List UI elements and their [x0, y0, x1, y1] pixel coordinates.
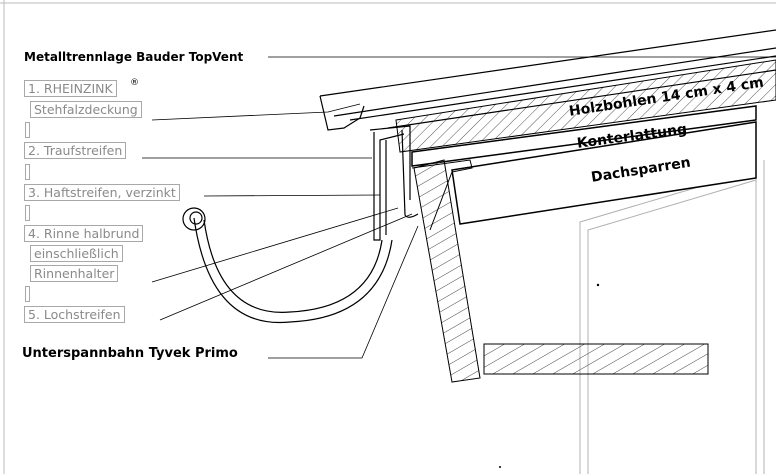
leader-lines: [142, 56, 776, 359]
title-label: Metalltrennlage Bauder TopVent: [24, 50, 244, 64]
counter-batten: [411, 105, 757, 167]
item-rinnenhalter: Rinnenhalter: [30, 265, 119, 282]
item-einschliesslich: einschließlich: [30, 245, 123, 262]
wood-planks: [395, 59, 776, 153]
tick-mark: [25, 164, 30, 180]
membrane-line: [411, 159, 473, 231]
item-traufstreifen: 2. Traufstreifen: [24, 142, 127, 159]
marker-dot: [596, 283, 600, 287]
marker-dot: [499, 466, 501, 468]
item-haftstreifen: 3. Haftstreifen, verzinkt: [24, 184, 180, 201]
wall-outline: [579, 160, 765, 474]
item-rinne: 4. Rinne halbrund: [24, 225, 144, 242]
tick-mark: [25, 286, 30, 302]
item-lochstreifen: 5. Lochstreifen: [24, 306, 125, 323]
registered-mark: ®: [130, 78, 139, 88]
fascia-board: [413, 159, 481, 383]
eaves-strip: [369, 125, 419, 241]
gutter: [182, 207, 393, 324]
item-rheinzink: 1. RHEINZINK: [24, 80, 117, 97]
rafter-dachsparren: [451, 121, 757, 225]
tick-mark: [25, 122, 30, 138]
tick-mark: [25, 205, 30, 221]
roof-sheet: [319, 29, 776, 131]
item-stehfalzdeckung: Stehfalzdeckung: [30, 101, 142, 118]
wall-plate: [483, 343, 709, 375]
membrane-label: Unterspannbahn Tyvek Primo: [22, 346, 238, 361]
